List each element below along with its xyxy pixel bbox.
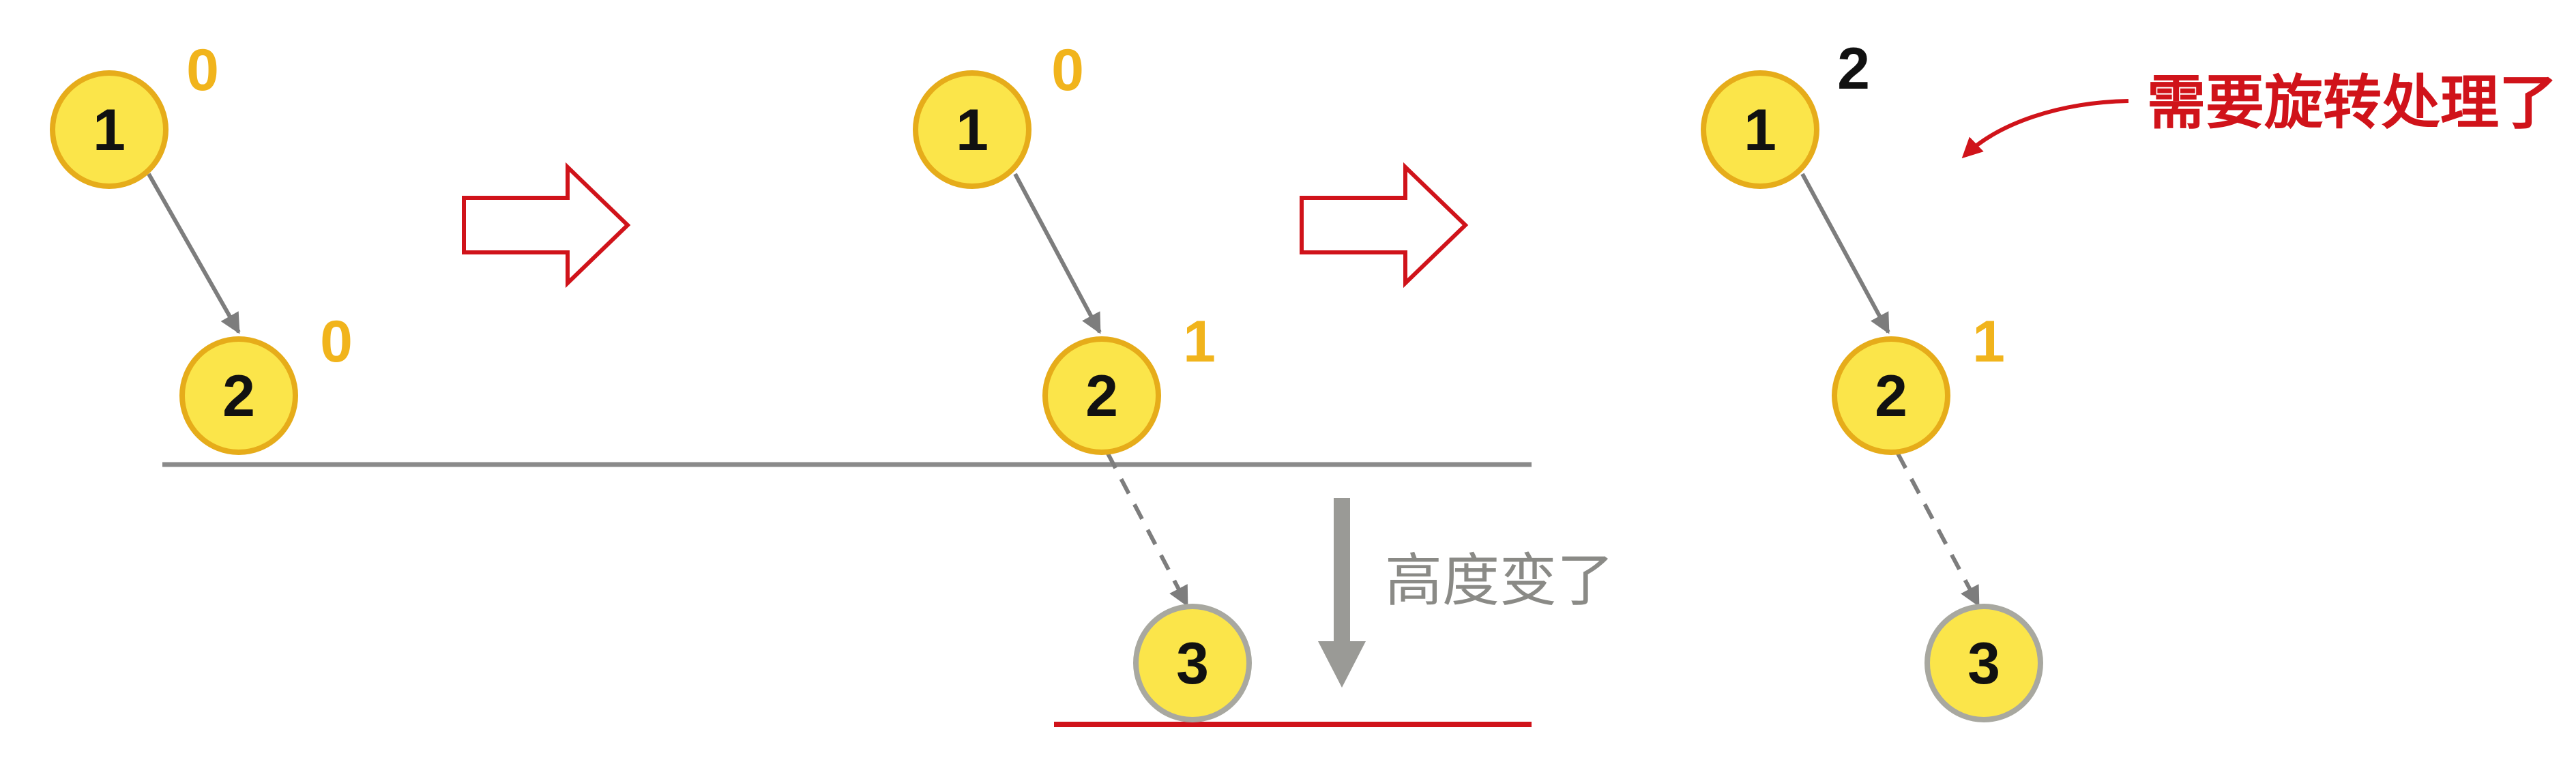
tree-node-2: 2 — [1832, 336, 1950, 455]
node-label: 1 — [956, 98, 989, 163]
tree-node-3: 3 — [1924, 604, 2043, 722]
tree-node-2: 2 — [179, 336, 298, 455]
right-arrow-icon — [462, 162, 631, 289]
panel-1: 1 0 2 0 — [50, 38, 353, 455]
node-circle — [1042, 336, 1161, 455]
right-arrow-icon — [1300, 162, 1469, 289]
balance-factor-label: 1 — [1972, 309, 2005, 374]
node-circle — [1701, 70, 1819, 189]
node-label: 1 — [93, 98, 126, 163]
panel-2: 1 0 2 1 3 高度变了 — [913, 38, 1614, 722]
node-label: 2 — [222, 364, 255, 429]
node-circle — [1924, 604, 2043, 722]
edge-1-2 — [147, 173, 241, 334]
edge-1-2 — [1013, 173, 1102, 334]
node-circle — [179, 336, 298, 455]
panel-3: 1 2 2 1 3 需要旋转处理了 — [1701, 36, 2558, 722]
node-label: 2 — [1875, 364, 1907, 429]
node-label: 1 — [1744, 98, 1776, 163]
curved-arrow-icon — [1961, 99, 2129, 159]
edge-2-3 — [1896, 452, 1980, 607]
tree-node-3: 3 — [1133, 604, 1252, 722]
balance-factor-label: 0 — [1051, 38, 1084, 103]
down-arrow-icon — [1318, 498, 1366, 688]
tree-node-1: 1 — [50, 70, 169, 189]
tree-node-1: 1 — [1701, 70, 1819, 189]
balance-factor-label: 1 — [1183, 309, 1216, 374]
node-circle — [50, 70, 169, 189]
node-circle — [1133, 604, 1252, 722]
node-label: 2 — [1085, 364, 1118, 429]
balance-factor-label: 2 — [1837, 36, 1870, 102]
balance-factor-label: 0 — [186, 38, 219, 103]
node-label: 3 — [1176, 631, 1209, 696]
edge-1-2 — [1800, 173, 1890, 334]
node-circle — [913, 70, 1031, 189]
node-circle — [1832, 336, 1950, 455]
rotation-alert: 需要旋转处理了 — [2147, 70, 2558, 136]
tree-node-1: 1 — [913, 70, 1031, 189]
node-label: 3 — [1967, 631, 2000, 696]
balance-factor-label: 0 — [320, 309, 353, 374]
height-changed-note: 高度变了 — [1385, 547, 1614, 614]
tree-node-2: 2 — [1042, 336, 1161, 455]
edge-2-3 — [1106, 452, 1189, 607]
